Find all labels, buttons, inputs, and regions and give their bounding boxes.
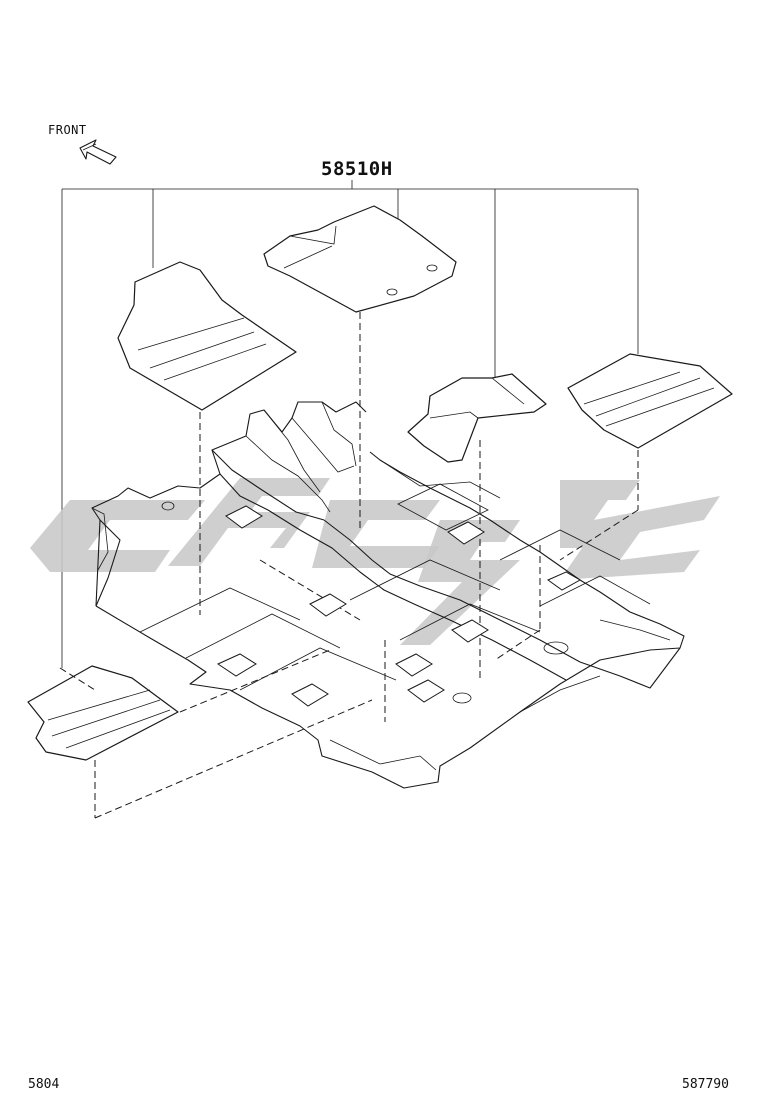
part-leader-lines	[61, 180, 639, 668]
footer-code-left: 5804	[28, 1077, 60, 1092]
insulator-pad-rear-right	[567, 353, 733, 449]
front-direction-label: FRONT	[48, 123, 87, 137]
footer-code-right: 587790	[682, 1077, 729, 1092]
watermark-logo	[30, 478, 720, 645]
alignment-dashed-lines	[59, 312, 639, 819]
insulator-pad-center	[263, 205, 457, 313]
part-number-label: 58510H	[321, 158, 393, 180]
insulator-pad-front-left	[117, 261, 297, 411]
front-direction-arrow-icon	[79, 139, 117, 165]
floor-panel-assembly	[91, 401, 685, 789]
insulator-pad-rear-left	[27, 665, 179, 761]
insulator-pad-tunnel	[407, 373, 547, 463]
